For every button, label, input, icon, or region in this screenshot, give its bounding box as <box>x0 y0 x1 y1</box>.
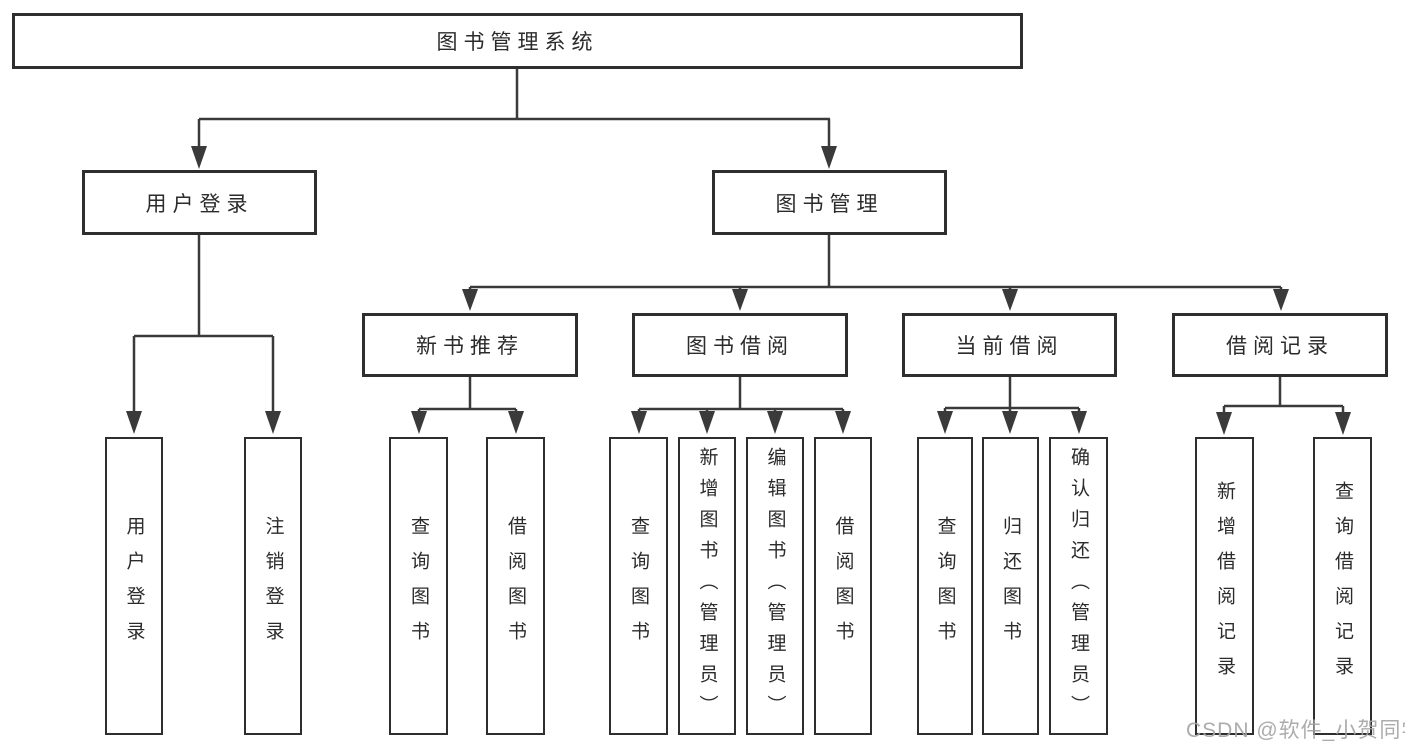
arrowhead <box>937 411 953 434</box>
arrowhead <box>1071 411 1087 434</box>
node-label: 确认归还（管理员） <box>1068 446 1089 726</box>
arrowhead <box>821 146 837 169</box>
arrowhead <box>732 289 748 311</box>
node-label: 新增图书（管理员） <box>696 446 718 726</box>
node-label: 归还图书 <box>1000 516 1021 656</box>
leaf-borrow-books-borrowing: 借阅图书 <box>814 437 872 735</box>
arrowhead <box>411 411 427 434</box>
arrowhead <box>1273 289 1289 311</box>
node-label: 查询借阅记录 <box>1332 481 1353 691</box>
node-user-login: 用户登录 <box>82 170 317 235</box>
node-label: 查询图书 <box>628 516 649 656</box>
node-library-system: 图书管理系统 <box>12 13 1023 69</box>
node-current-borrowing: 当前借阅 <box>902 313 1117 377</box>
leaf-add-book-admin: 新增图书（管理员） <box>678 437 736 735</box>
node-label: 图书管理 <box>775 192 884 216</box>
leaf-confirm-return-admin: 确认归还（管理员） <box>1049 437 1108 735</box>
node-label: 当前借阅 <box>955 335 1064 358</box>
leaf-return-book: 归还图书 <box>982 437 1039 735</box>
leaf-edit-book-admin: 编辑图书（管理员） <box>746 437 804 735</box>
node-label: 借阅图书 <box>505 516 526 656</box>
node-label: 图书管理系统 <box>436 31 599 54</box>
leaf-logout: 注销登录 <box>244 437 302 735</box>
arrowhead <box>191 146 207 169</box>
arrowhead <box>462 289 478 311</box>
node-label: 图书借阅 <box>686 335 794 358</box>
arrowhead <box>126 411 142 434</box>
arrowhead <box>1002 289 1018 311</box>
node-label: 用户登录 <box>123 516 145 656</box>
leaf-query-books-recommend: 查询图书 <box>389 437 448 735</box>
node-book-management: 图书管理 <box>712 170 947 235</box>
connector-borrowing-records <box>1222 377 1345 414</box>
leaf-add-borrow-record: 新增借阅记录 <box>1195 437 1254 735</box>
leaf-query-books-borrowing: 查询图书 <box>609 437 668 735</box>
node-label: 查询图书 <box>408 516 429 656</box>
arrowhead <box>835 411 851 434</box>
connector-current-borrowing <box>943 377 1081 414</box>
node-label: 编辑图书（管理员） <box>764 446 786 726</box>
leaf-user-login: 用户登录 <box>105 437 163 735</box>
arrowhead <box>631 411 647 434</box>
node-label: 借阅图书 <box>832 516 854 656</box>
node-label: 用户登录 <box>145 192 254 216</box>
connector-new-book <box>417 377 518 414</box>
arrowhead <box>1002 411 1018 434</box>
connector-book-borrowing <box>637 377 845 414</box>
leaf-query-borrow-record: 查询借阅记录 <box>1313 437 1372 735</box>
arrowhead <box>767 411 783 434</box>
node-label: 新书推荐 <box>416 335 524 358</box>
connector-book-management <box>468 235 1283 294</box>
arrowhead <box>265 411 281 434</box>
leaf-borrow-books-recommend: 借阅图书 <box>486 437 545 735</box>
node-label: 借阅记录 <box>1226 335 1334 358</box>
node-label: 查询图书 <box>934 516 956 656</box>
node-borrowing-records: 借阅记录 <box>1172 313 1388 377</box>
node-book-borrowing: 图书借阅 <box>632 313 848 377</box>
arrowhead <box>1216 412 1232 435</box>
leaf-query-books-current: 查询图书 <box>917 437 973 735</box>
connector-root <box>197 69 831 150</box>
arrowhead <box>699 411 715 434</box>
connector-user-login <box>132 235 275 414</box>
arrowhead <box>508 411 524 434</box>
node-new-book-recommend: 新书推荐 <box>362 313 578 377</box>
node-label: 注销登录 <box>262 516 284 656</box>
csdn-watermark: CSDN @软件_小贺同学 <box>1186 719 1405 742</box>
arrowhead <box>1335 412 1351 435</box>
node-label: 新增借阅记录 <box>1214 481 1235 691</box>
